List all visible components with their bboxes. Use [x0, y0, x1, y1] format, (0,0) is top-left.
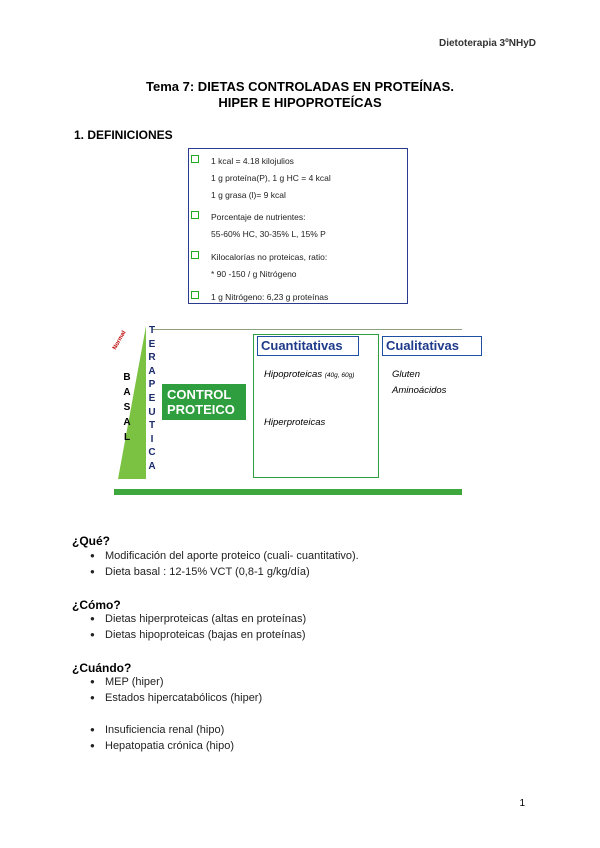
list-item: ●Dietas hiperproteicas (altas en proteín…	[90, 613, 307, 625]
checkbox-icon	[191, 211, 199, 219]
bullet-icon: ●	[90, 725, 95, 734]
definitions-box: 1 kcal = 4.18 kilojulios 1 g proteína(P)…	[188, 148, 408, 304]
checkbox-icon	[191, 155, 199, 163]
bullet-icon: ●	[90, 630, 95, 639]
header-course: Dietoterapia 3ºNHyD	[438, 38, 536, 49]
terapeutica-label: T E R A P E U T I C A	[148, 325, 156, 472]
hipoproteicas-range: (40g, 60g)	[324, 372, 355, 379]
section-heading-definitions: 1. DEFINICIONES	[74, 128, 173, 142]
cualitativas-heading: Cualitativas	[382, 336, 482, 356]
list-item: ●Estados hipercatabólicos (hiper)	[90, 692, 263, 704]
checkbox-icon	[191, 291, 199, 299]
definition-line: 1 g grasa (l)= 9 kcal	[211, 190, 286, 200]
control-proteico-box: CONTROL PROTEICO	[162, 384, 246, 420]
list-item: ●Hepatopatia crónica (hipo)	[90, 740, 235, 752]
definition-line: 55-60% HC, 30-35% L, 15% P	[211, 229, 326, 239]
bottom-bar	[114, 489, 462, 495]
list-item: ●Dietas hipoproteicas (bajas en proteína…	[90, 629, 306, 641]
bullet-icon: ●	[90, 677, 95, 686]
gluten-label: Gluten	[392, 369, 420, 380]
bullet-icon: ●	[90, 693, 95, 702]
bullet-icon: ●	[90, 614, 95, 623]
bullet-icon: ●	[90, 567, 95, 576]
checkbox-icon	[191, 251, 199, 259]
basal-label: B A S A L	[123, 372, 131, 443]
page-title-line2: HIPER E HIPOPROTEÍCAS	[218, 95, 382, 110]
page-number: 1	[519, 798, 525, 809]
hipoproteicas-label: Hipoproteicas (40g, 60g)	[264, 369, 355, 380]
list-item: ●Modificación del aporte proteico (cuali…	[90, 550, 359, 562]
hiperproteicas-label: Hiperproteicas	[264, 417, 326, 428]
aminoacidos-label: Aminoácidos	[392, 385, 447, 396]
section-heading-cuando: ¿Cuándo?	[72, 661, 132, 675]
bullet-icon: ●	[90, 551, 95, 560]
definition-line: Kilocalorías no proteicas, ratio:	[211, 252, 328, 262]
definition-line: 1 g proteína(P), 1 g HC = 4 kcal	[211, 173, 331, 183]
divider-line	[152, 329, 462, 330]
control-line1: CONTROL	[167, 387, 232, 402]
definition-line: 1 g Nitrógeno: 6,23 g proteínas	[211, 292, 329, 302]
list-item: ●Dieta basal : 12-15% VCT (0,8-1 g/kg/dí…	[90, 566, 310, 578]
cuantitativas-frame	[253, 334, 379, 478]
page-title-line1: Tema 7: DIETAS CONTROLADAS EN PROTEÍNAS.	[146, 79, 454, 94]
definition-line: 1 kcal = 4.18 kilojulios	[211, 156, 294, 166]
definition-line: * 90 -150 / g Nitrógeno	[211, 269, 297, 279]
list-item: ●Insuficiencia renal (hipo)	[90, 724, 225, 736]
basal-triangle	[118, 326, 146, 479]
section-heading-como: ¿Cómo?	[72, 598, 121, 612]
control-line2: PROTEICO	[167, 402, 235, 417]
section-heading-que: ¿Qué?	[72, 534, 110, 548]
definition-line: Porcentaje de nutrientes:	[211, 212, 306, 222]
bullet-icon: ●	[90, 741, 95, 750]
cuantitativas-heading: Cuantitativas	[257, 336, 359, 356]
list-item: ●MEP (hiper)	[90, 676, 164, 688]
protein-control-diagram: Normal B A S A L T E R A P E U T I C A C…	[112, 318, 482, 498]
